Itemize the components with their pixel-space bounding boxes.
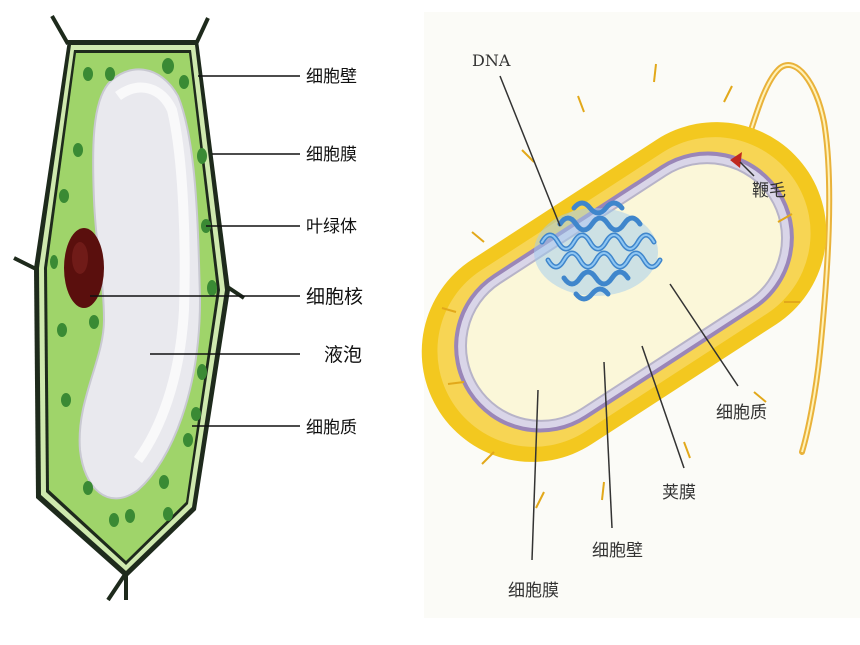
chloroplast bbox=[83, 67, 93, 81]
label-vacuole: 液泡 bbox=[324, 344, 362, 366]
label-chloroplast: 叶绿体 bbox=[306, 217, 357, 237]
chloroplast bbox=[61, 393, 71, 407]
flagellum-base bbox=[730, 152, 742, 168]
chloroplast bbox=[89, 315, 99, 329]
chloroplast bbox=[197, 364, 207, 380]
chloroplast bbox=[183, 433, 193, 447]
chloroplast bbox=[179, 75, 189, 89]
plant-leader-lines bbox=[90, 75, 300, 427]
label-dna: DNA bbox=[472, 51, 511, 70]
label-cytoplasm: 细胞质 bbox=[306, 418, 357, 438]
vacuole-highlight bbox=[115, 82, 190, 463]
label-capsule: 荚膜 bbox=[662, 483, 696, 503]
chloroplast bbox=[57, 323, 67, 337]
chloroplast bbox=[159, 475, 169, 489]
chloroplast bbox=[197, 148, 207, 164]
chloroplast bbox=[50, 255, 58, 269]
chloroplast bbox=[207, 280, 217, 296]
label-bact-cell-membrane: 细胞膜 bbox=[508, 581, 559, 601]
chloroplast bbox=[162, 58, 174, 74]
label-cell-wall: 细胞壁 bbox=[306, 67, 357, 87]
capsule-fimbriae bbox=[441, 63, 800, 509]
chloroplast bbox=[125, 509, 135, 523]
label-flagellum: 鞭毛 bbox=[752, 181, 786, 201]
chloroplast bbox=[163, 507, 173, 521]
label-bact-cell-wall: 细胞壁 bbox=[592, 541, 643, 561]
plant-cell-diagram: 细胞壁 细胞膜 叶绿体 细胞核 液泡 细胞质 bbox=[0, 0, 420, 645]
chloroplast bbox=[59, 189, 69, 203]
bacteria-leader-lines bbox=[499, 75, 755, 561]
nucleus-highlight bbox=[72, 242, 88, 274]
chloroplast bbox=[83, 481, 93, 495]
capsule-group bbox=[421, 122, 827, 462]
label-nucleus: 细胞核 bbox=[306, 286, 363, 308]
label-cell-membrane: 细胞膜 bbox=[306, 145, 357, 165]
chloroplast bbox=[191, 407, 201, 421]
flagellum-highlight bbox=[743, 64, 831, 453]
chloroplast bbox=[73, 143, 83, 157]
bacterium-diagram: DNA 鞭毛 细胞质 荚膜 细胞壁 细胞膜 bbox=[421, 12, 860, 618]
plant-cell-svg: 细胞壁 细胞膜 叶绿体 细胞核 液泡 细胞质 bbox=[13, 15, 363, 602]
dna-nucleoid bbox=[534, 200, 663, 302]
bacterium-svg: DNA 鞭毛 细胞质 荚膜 细胞壁 细胞膜 bbox=[421, 51, 833, 601]
chloroplasts bbox=[50, 58, 217, 527]
label-bact-cytoplasm: 细胞质 bbox=[716, 403, 767, 423]
chloroplast bbox=[105, 67, 115, 81]
chloroplast bbox=[109, 513, 119, 527]
